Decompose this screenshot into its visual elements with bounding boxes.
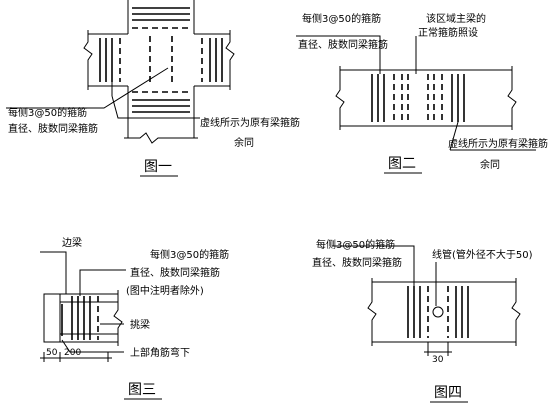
- fig2-zone-label-1: 该区域主梁的: [426, 12, 486, 25]
- fig2-dashed-label: 虚线所示为原有梁箍筋: [448, 137, 548, 150]
- fig1-caption: 图一: [144, 159, 172, 175]
- figure-3: 边梁 每侧3@50的箍筋 直径、肢数同梁箍筋 (图中注明者除外) 挑梁 上部角筋…: [40, 236, 229, 400]
- fig3-top-bar-label: 上部角筋弯下: [130, 346, 190, 359]
- fig1-same-label: 直径、肢数同梁箍筋: [8, 122, 98, 135]
- figure-4: 每侧3@50的箍筋 直径、肢数同梁箍筋 线管(管外径不大于50) 30 图四: [312, 238, 533, 403]
- fig3-side-beam-label: 边梁: [62, 236, 82, 249]
- fig2-caption: 图二: [388, 156, 416, 172]
- fig2-zone-label-2: 正常箍筋照设: [418, 26, 478, 39]
- fig3-dim-50: 50: [46, 348, 58, 358]
- figure-1: 每侧3@50的箍筋 直径、肢数同梁箍筋 虚线所示为原有梁箍筋 余同 图一: [6, 0, 300, 177]
- fig1-stirrup-label: 每侧3@50的箍筋: [8, 106, 87, 119]
- fig3-caption: 图三: [128, 382, 156, 398]
- fig4-pipe-label: 线管(管外径不大于50): [432, 248, 533, 261]
- fig1-dashed-label: 虚线所示为原有梁箍筋: [200, 116, 300, 129]
- fig2-rest-label: 余同: [480, 158, 500, 171]
- figure-2: 每侧3@50的箍筋 直径、肢数同梁箍筋 该区域主梁的 正常箍筋照设 虚线所示为原…: [296, 12, 548, 174]
- fig3-note-label: (图中注明者除外): [126, 284, 204, 297]
- fig3-stirrup-label: 每侧3@50的箍筋: [150, 248, 229, 261]
- fig2-same-label: 直径、肢数同梁箍筋: [298, 38, 388, 51]
- fig1-rest-label: 余同: [234, 136, 254, 149]
- fig2-stirrup-label: 每侧3@50的箍筋: [302, 12, 381, 25]
- fig4-same-label: 直径、肢数同梁箍筋: [312, 256, 402, 269]
- fig4-caption: 图四: [434, 385, 462, 401]
- fig4-dim-30: 30: [432, 355, 444, 365]
- fig3-cantilever-label: 挑梁: [130, 318, 150, 331]
- fig3-same-label: 直径、肢数同梁箍筋: [130, 266, 220, 279]
- fig4-stirrup-label: 每侧3@50的箍筋: [316, 238, 395, 251]
- fig3-dim-200: 200: [64, 348, 81, 358]
